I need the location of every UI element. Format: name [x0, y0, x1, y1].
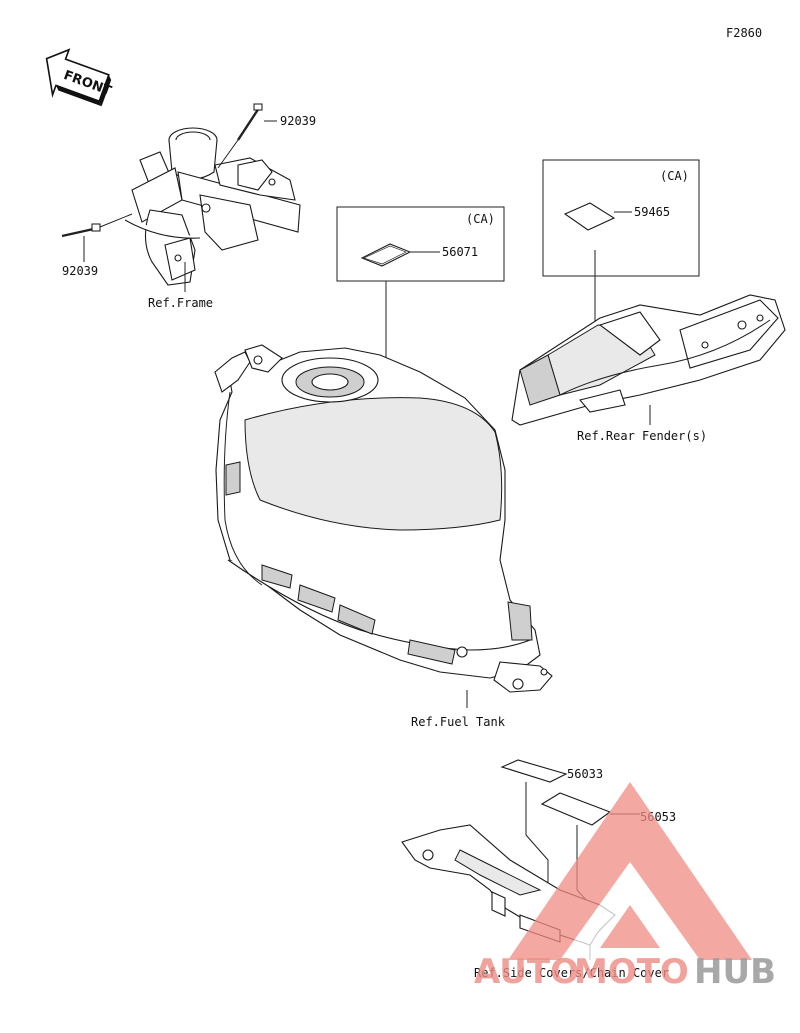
frame-assembly	[124, 127, 301, 286]
ref-side-covers-label: Ref.Side Covers/Chain Cover	[474, 966, 669, 980]
watermark-hub: HUB	[694, 952, 776, 992]
rear-label-box	[542, 159, 700, 277]
tank-label-icon	[360, 243, 412, 267]
ref-rear-fender-label: Ref.Rear Fender(s)	[577, 429, 707, 443]
watermark-auto: AUTO	[474, 952, 579, 992]
rear-label-number: 59465	[634, 205, 670, 219]
front-arrow-icon: FRONT	[45, 48, 113, 107]
automotohub-logo-icon	[508, 782, 752, 960]
rear-label-icon	[563, 202, 616, 231]
fuel-tank-assembly	[214, 344, 553, 693]
tank-label-box	[336, 206, 505, 282]
bolt-upper-icon	[236, 103, 263, 141]
side-label-1-icon	[500, 759, 568, 783]
figure-code: F2860	[726, 26, 762, 40]
rear-fender-assembly	[511, 294, 786, 426]
watermark-moto: MOTO	[574, 952, 689, 992]
tank-label-number: 56071	[442, 245, 478, 259]
rear-box-tag: (CA)	[660, 169, 689, 183]
bolt-lower-label: 92039	[62, 264, 98, 278]
side-label-2-icon	[540, 792, 612, 826]
bolt-upper-label: 92039	[280, 114, 316, 128]
side-label-1-number: 56033	[567, 767, 603, 781]
ref-fuel-tank-label: Ref.Fuel Tank	[411, 715, 506, 729]
ref-frame-label: Ref.Frame	[148, 296, 213, 310]
tank-box-tag: (CA)	[466, 212, 495, 226]
bolt-lower-icon	[61, 223, 101, 238]
